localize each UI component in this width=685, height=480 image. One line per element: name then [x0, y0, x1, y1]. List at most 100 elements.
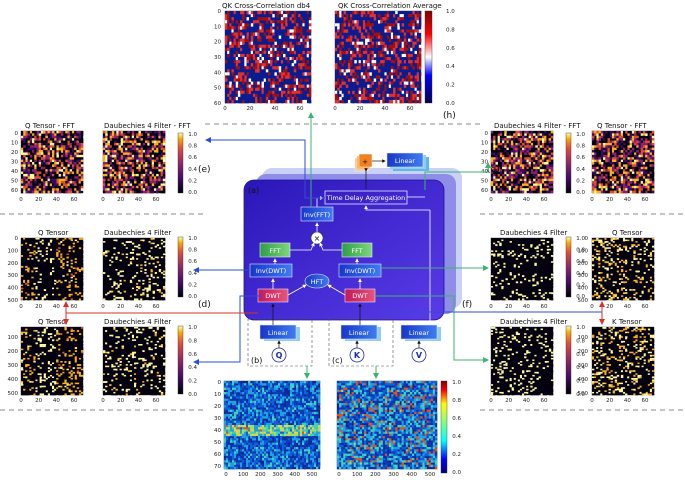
x-tick-label: 40 [135, 304, 142, 310]
y-tick-label: 200 [578, 349, 589, 355]
y-tick-label: 0.6 [188, 352, 197, 358]
x-tick-label: 60 [153, 197, 160, 203]
x-tick-label: 0 [333, 106, 337, 112]
y-tick-label: 0.4 [188, 271, 197, 277]
heatmap-bottom-right [336, 380, 438, 470]
heatmap-right-low-k [591, 326, 655, 396]
inv-fft-label: Inv(FFT) [304, 211, 330, 219]
y-tick-label: 0.4 [188, 167, 197, 173]
group-box-c [328, 318, 394, 367]
x-tick-label: 60 [541, 398, 548, 404]
bottom-colorbar [440, 380, 448, 474]
y-tick-label: 100 [8, 248, 19, 254]
x-tick-label: 40 [53, 304, 60, 310]
y-tick-label: 0.4 [446, 64, 455, 70]
panel-label-b: (b) [251, 356, 262, 365]
k-input-label: K [354, 351, 361, 360]
y-tick-label: 1.0 [188, 236, 197, 242]
panel-label-f: (f) [462, 300, 472, 310]
x-tick-label: 40 [382, 106, 389, 112]
y-tick-label: 60 [214, 101, 221, 107]
x-tick-label: 60 [642, 398, 649, 404]
y-tick-label: 0 [15, 236, 19, 242]
y-tick-label: 0.0 [188, 294, 197, 300]
left-mid-colorbar [177, 236, 184, 298]
arrow-to-right-low [375, 295, 489, 363]
x-tick-label: 0 [489, 398, 493, 404]
y-tick-label: 0.0 [576, 294, 585, 300]
x-tick-label: 400 [407, 472, 418, 478]
x-tick-label: 40 [135, 398, 142, 404]
left-low-title-2: Daubechies 4 Filter [104, 318, 171, 326]
y-tick-label: 0.8 [188, 248, 197, 254]
x-tick-label: 0 [337, 472, 341, 478]
y-tick-label: 300 [8, 273, 19, 279]
y-tick-label: 30 [11, 160, 18, 166]
x-tick-label: 200 [370, 472, 381, 478]
left-low-colorbar [177, 325, 184, 395]
x-tick-label: 60 [541, 197, 548, 203]
y-tick-label: 30 [481, 160, 488, 166]
x-tick-label: 0 [19, 197, 23, 203]
y-tick-label: 0 [218, 9, 222, 15]
y-tick-label: 0.0 [446, 101, 455, 107]
y-tick-label: 0.6 [446, 46, 455, 52]
heatmap-layer [20, 10, 655, 470]
heatmap-qk-db4 [224, 10, 312, 104]
y-tick-label: 0.2 [446, 83, 455, 89]
x-tick-label: 40 [53, 398, 60, 404]
y-tick-label: 0.0 [576, 392, 585, 398]
y-tick-label: 100 [578, 335, 589, 341]
concat-block-front [358, 153, 373, 168]
heatmap-left-mid-q [20, 237, 84, 301]
y-tick-label: 20 [214, 40, 221, 46]
x-tick-label: 40 [272, 106, 279, 112]
y-tick-label: 10 [11, 141, 18, 147]
y-tick-label: 0.6 [188, 155, 197, 161]
heatmap-left-fft-db4 [102, 130, 166, 194]
x-tick-label: 20 [117, 197, 124, 203]
y-tick-label: 200 [8, 349, 19, 355]
y-tick-label: 1.0 [576, 325, 585, 331]
x-tick-label: 60 [153, 304, 160, 310]
x-tick-label: 300 [388, 472, 399, 478]
y-tick-label: 300 [578, 273, 589, 279]
x-tick-label: 40 [135, 197, 142, 203]
y-tick-label: 20 [11, 150, 18, 156]
linear-top-label: Linear [395, 157, 416, 165]
heatmap-right-mid-q [591, 237, 655, 301]
inv-dwt-right-node [338, 263, 382, 278]
y-tick-label: 500 [578, 298, 589, 304]
y-tick-label: 400 [578, 377, 589, 383]
heatmap-left-low-db4 [102, 326, 166, 396]
panel-label-a: (a) [248, 186, 259, 195]
x-tick-label: 40 [624, 398, 631, 404]
x-tick-label: 20 [117, 304, 124, 310]
y-tick-label: 500 [578, 391, 589, 397]
q-input-label: Q [276, 351, 283, 360]
y-tick-label: 500 [8, 391, 19, 397]
heatmap-right-mid-db4 [490, 237, 554, 301]
x-tick-label: 60 [153, 398, 160, 404]
inv-dwt-right-label: Inv(DWT) [345, 267, 375, 275]
y-tick-label: 100 [578, 248, 589, 254]
top-right-title: QK Cross-Correlation Average [338, 2, 442, 10]
arrow-to-left-low [193, 295, 262, 365]
right-fft-title-2: Q Tensor - FFT [597, 122, 647, 130]
x-tick-label: 100 [352, 472, 363, 478]
fft-right-label: FFT [351, 247, 362, 255]
y-tick-label: 0.4 [576, 167, 585, 173]
top-colorbar [424, 10, 433, 104]
y-tick-label: 500 [8, 298, 19, 304]
x-tick-label: 20 [606, 398, 613, 404]
architecture-diagram: (a) Time Delay Aggregation Inv(FFT) × FF… [243, 152, 462, 367]
x-tick-label: 0 [590, 304, 594, 310]
y-tick-label: 0.0 [188, 392, 197, 398]
internal-connectors [271, 196, 431, 322]
y-tick-label: 1.0 [452, 380, 461, 386]
arrow-to-left-fft [205, 137, 325, 199]
y-tick-label: 50 [11, 179, 18, 185]
y-tick-label: 200 [8, 261, 19, 267]
left-spatial-panels: Q Tensor Daubechies 4 Filter Q Tensor Da… [8, 229, 211, 404]
